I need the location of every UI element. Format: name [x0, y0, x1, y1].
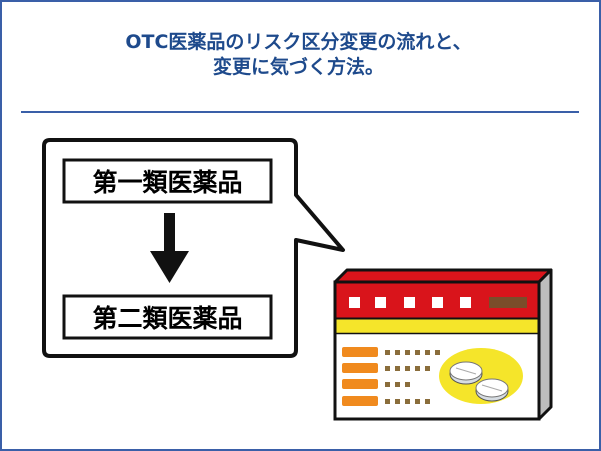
- down-arrow-icon: [150, 213, 189, 283]
- from-label: 第一類医薬品: [92, 168, 242, 197]
- tablet-icon: [449, 361, 483, 385]
- tablet-icon: [475, 378, 509, 402]
- to-label-box: 第二類医薬品: [62, 294, 273, 340]
- medicine-box-icon: [333, 268, 553, 421]
- title-divider: [21, 111, 579, 113]
- title-line-1: OTC医薬品のリスク区分変更の流れと、: [125, 31, 472, 53]
- from-label-box: 第一類医薬品: [62, 158, 273, 204]
- title-line-2: 変更に気づく方法。: [212, 56, 384, 78]
- page-title: OTC医薬品のリスク区分変更の流れと、 変更に気づく方法。: [0, 30, 597, 80]
- to-label: 第二類医薬品: [92, 304, 242, 333]
